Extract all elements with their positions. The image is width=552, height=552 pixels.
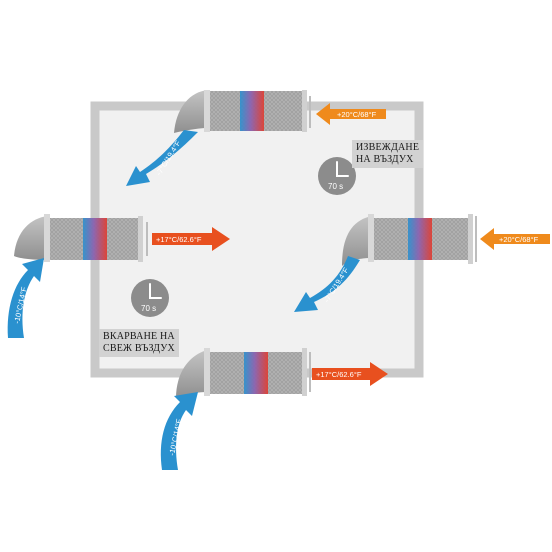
exhaust-label: ИЗВЕЖДАНЕ НА ВЪЗДУХ xyxy=(352,140,424,168)
supply-temp-label: +17°C/62.6°F xyxy=(316,370,362,379)
hood-flange xyxy=(44,214,50,262)
hood-flange xyxy=(204,348,210,396)
elbow-hood xyxy=(14,216,48,260)
supply-air-arrow-left: +17°C/62.6°F xyxy=(152,227,230,251)
heat-accumulator xyxy=(240,91,264,131)
indoor-air-arrow-top: +20°C/68°F xyxy=(316,103,386,125)
supply-label-line1: ВКАРВАНЕ НА xyxy=(103,331,175,342)
outdoor-air-arrow-bottom: -10°C/14°F xyxy=(160,392,198,470)
heat-accumulator xyxy=(244,352,268,394)
ventilation-unit-right xyxy=(342,214,477,266)
heat-accumulator xyxy=(83,218,107,260)
elbow-hood xyxy=(174,90,208,133)
indoor-temp-label: +20°C/68°F xyxy=(499,235,539,244)
ventilation-unit-top xyxy=(174,90,311,133)
timer-bottom: 70 s xyxy=(131,279,169,317)
unit-end-cap xyxy=(302,348,307,396)
supply-label: ВКАРВАНЕ НА СВЕЖ ВЪЗДУХ xyxy=(99,329,179,357)
elbow-hood xyxy=(342,216,372,266)
timer-value: 70 s xyxy=(328,182,343,191)
supply-air-arrow-bottom: +17°C/62.6°F xyxy=(312,362,388,386)
heat-accumulator xyxy=(408,218,432,260)
timer-value: 70 s xyxy=(141,304,156,313)
exhaust-label-line1: ИЗВЕЖДАНЕ xyxy=(356,142,420,153)
indoor-air-arrow-right: +20°C/68°F xyxy=(480,228,550,250)
elbow-hood xyxy=(176,350,208,398)
outdoor-air-arrow-left: -10°C/14°F xyxy=(7,258,44,338)
hood-flange xyxy=(368,214,374,262)
supply-temp-label: +17°C/62.6°F xyxy=(156,235,202,244)
timer-top: 70 s xyxy=(318,157,356,195)
exhaust-label-line2: НА ВЪЗДУХ xyxy=(356,154,414,165)
hood-flange xyxy=(204,90,210,132)
ventilation-unit-left xyxy=(14,214,148,262)
supply-label-line2: СВЕЖ ВЪЗДУХ xyxy=(103,343,175,354)
unit-end-cap xyxy=(302,90,307,132)
indoor-temp-label: +20°C/68°F xyxy=(337,110,377,119)
unit-end-cap xyxy=(468,214,473,264)
unit-end-cap xyxy=(138,216,143,262)
ventilation-unit-bottom xyxy=(176,348,311,398)
